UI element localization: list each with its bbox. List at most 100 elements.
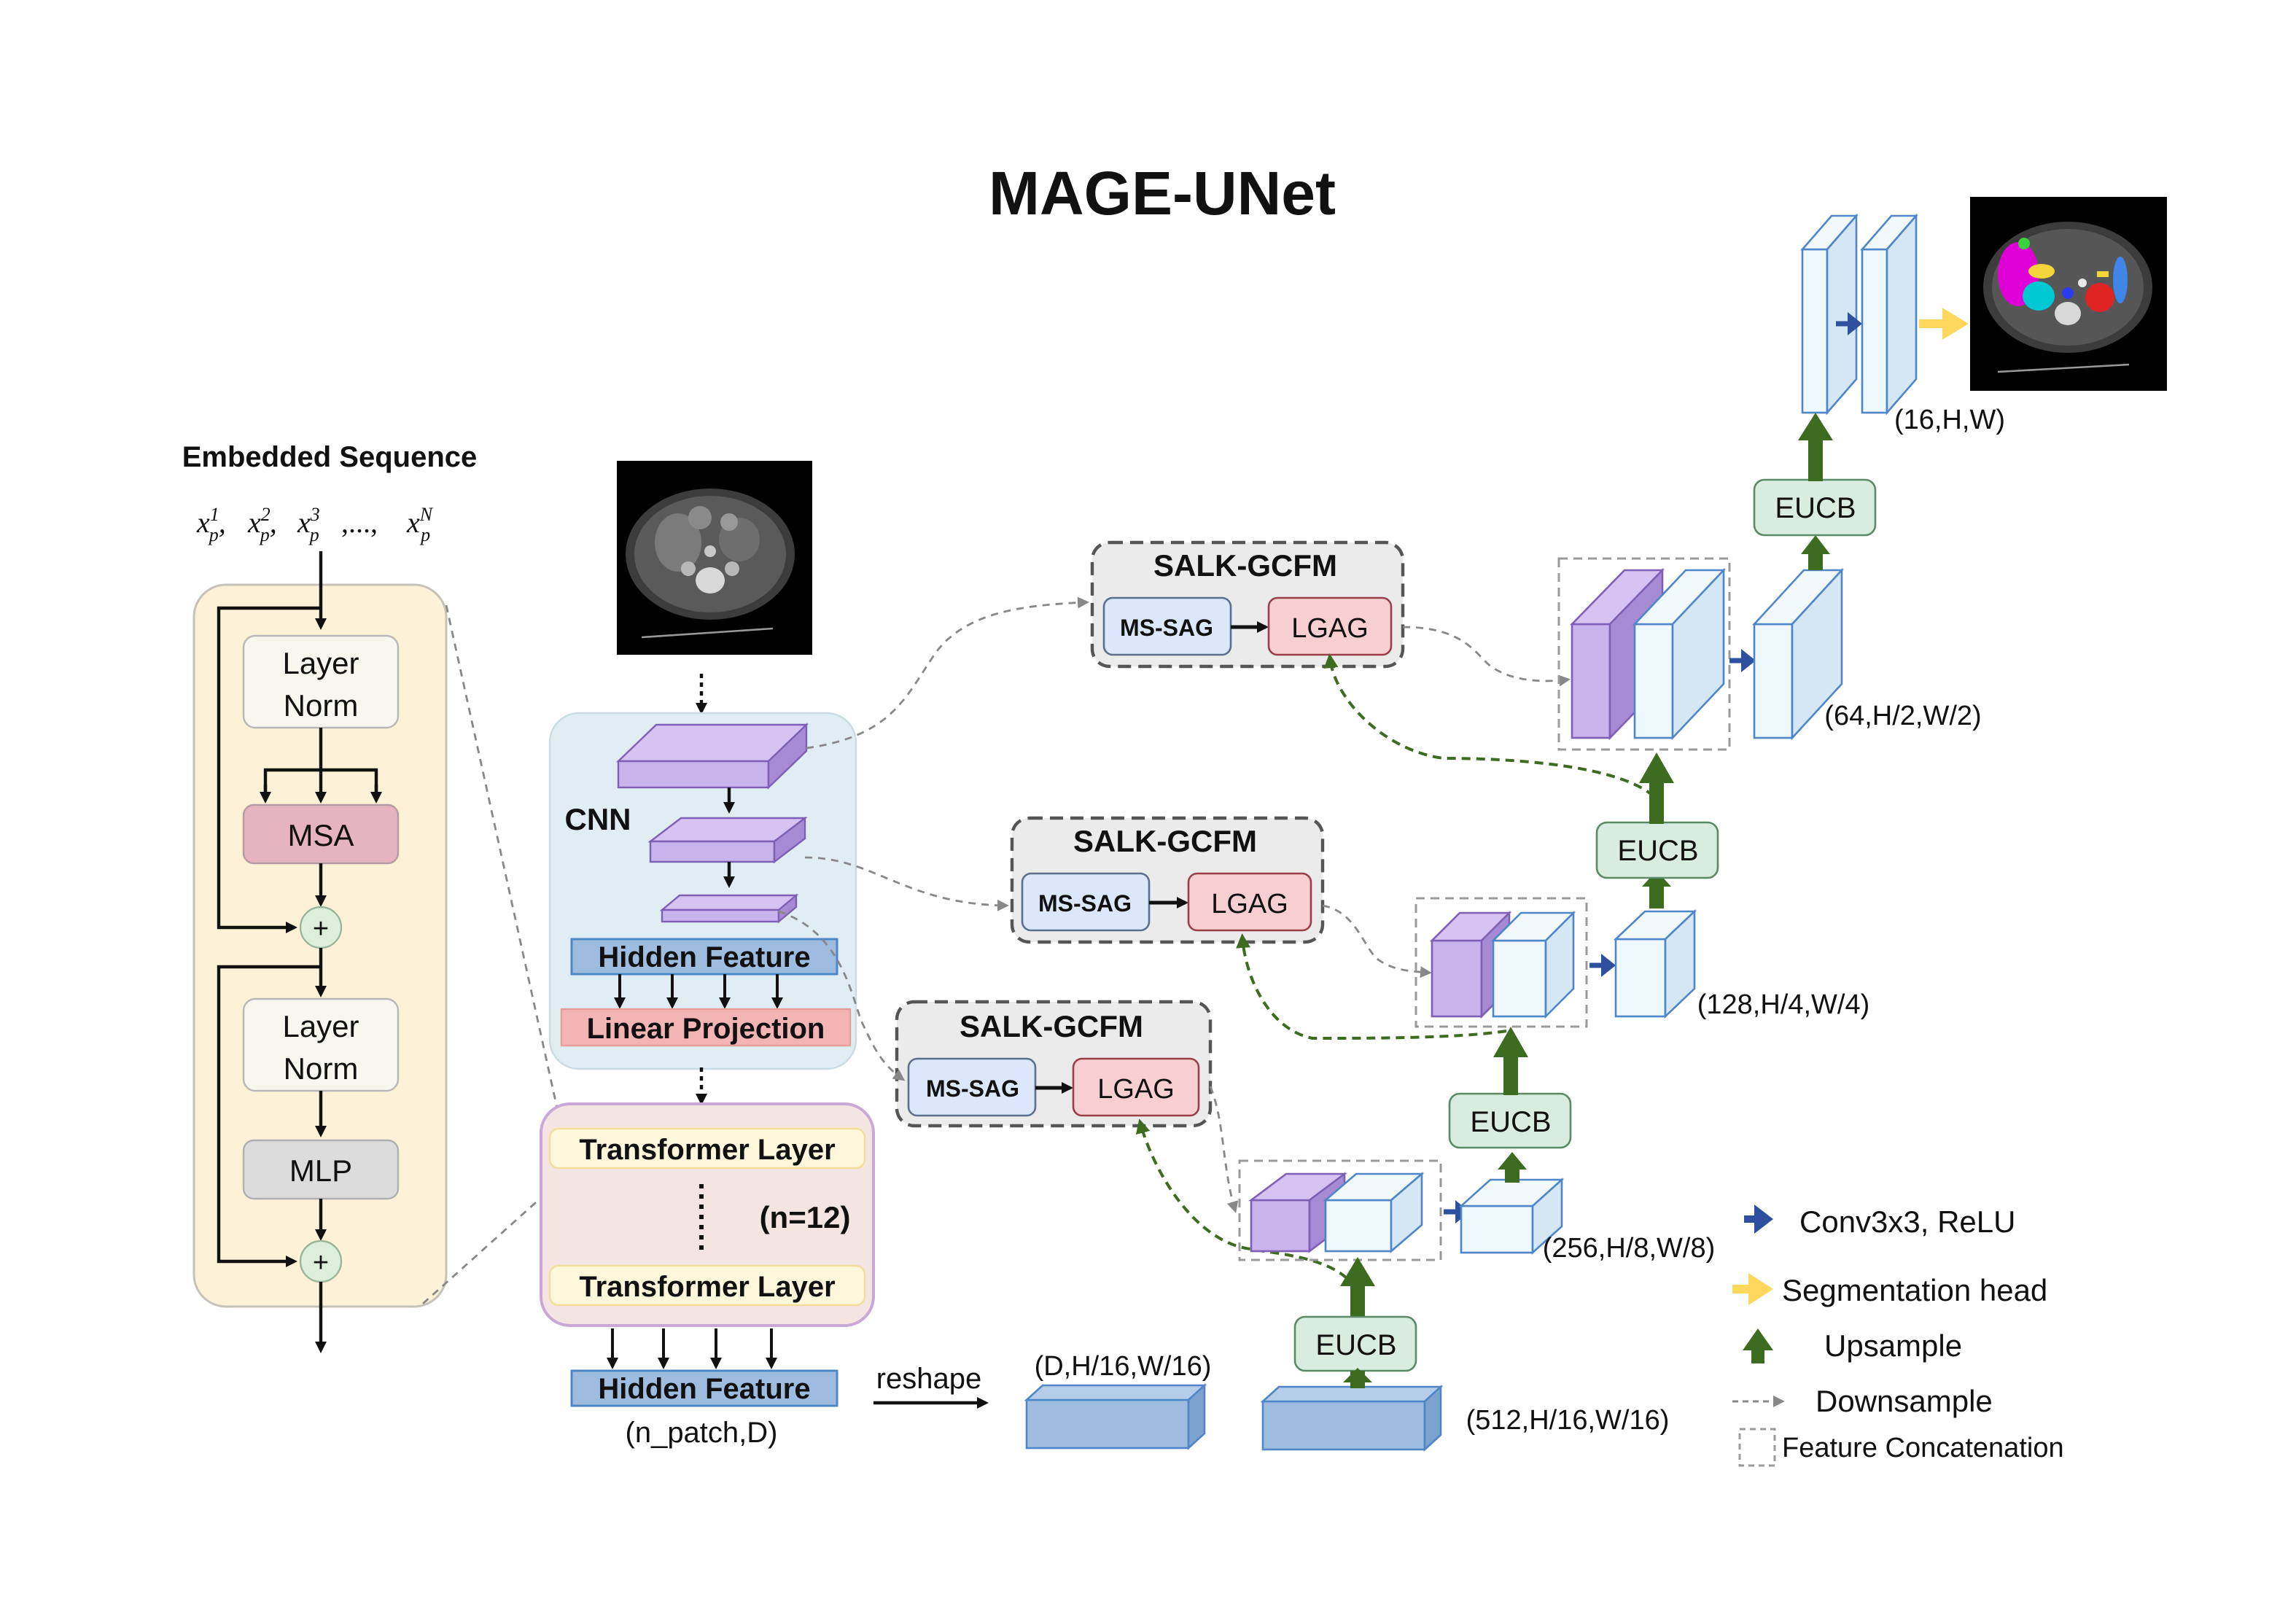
feature-box-16-a: [1800, 213, 1859, 416]
feature-box-128-blue: [1490, 910, 1576, 1019]
msa-label: MSA: [287, 818, 354, 852]
reshape-label: reshape: [876, 1363, 982, 1395]
feature-box-256-out: [1458, 1178, 1565, 1255]
upsample-arrow-3: [1493, 1027, 1528, 1095]
output-segmentation-image: [1970, 197, 2167, 391]
salk-gcfm-3: SALK-GCFM MS-SAG LGAG: [895, 1000, 1213, 1128]
legend: Conv3x3, ReLU Segmentation head Upsample…: [1732, 1205, 2064, 1467]
eucb-1-label: EUCB: [1315, 1329, 1396, 1361]
eucb-2-label: EUCB: [1470, 1106, 1551, 1138]
svg-text:x3p: x3p: [297, 504, 320, 545]
feature-box-256-purple: [1248, 1172, 1347, 1253]
upsample-arrow-2: [1498, 1152, 1527, 1183]
linear-projection-label: Linear Projection: [587, 1013, 825, 1045]
concat-frame-64: [1557, 557, 1731, 751]
svg-text:,...,: ,...,: [341, 506, 378, 539]
bottleneck-feature-box: [1260, 1385, 1444, 1452]
linear-projection: [560, 1008, 852, 1047]
cnn-feature-slab-2: [647, 816, 808, 864]
eucb-4-label: EUCB: [1775, 492, 1856, 524]
residual-add-2-symbol: +: [313, 1248, 329, 1278]
svg-text:xNp: xNp: [406, 504, 434, 545]
shape-256: (256,H/8,W/8): [1543, 1233, 1716, 1264]
legend-conv-label: Conv3x3, ReLU: [1799, 1205, 2015, 1239]
feature-box-16-b: [1860, 213, 1918, 416]
embedded-sequence-heading: Embedded Sequence: [182, 441, 478, 473]
cnn-label: CNN: [565, 802, 631, 836]
output-arrows: [607, 1328, 777, 1369]
upsample-arrow-0: [1340, 1257, 1375, 1324]
upsample-arrow-1: [1343, 1368, 1372, 1388]
lgag-2: [1187, 872, 1312, 932]
gating-connections: [1135, 653, 1655, 1291]
legend-upsample-icon: [1743, 1328, 1773, 1363]
salk-gcfm-1: SALK-GCFM MS-SAG LGAG: [1090, 540, 1405, 669]
layer-norm-2-line-2: Norm: [284, 1051, 359, 1086]
feature-box-64-out: [1752, 567, 1844, 741]
hidden-feature-bottom: [570, 1369, 838, 1407]
transformer-layer-bottom: [548, 1264, 866, 1307]
mlp-label: MLP: [289, 1153, 352, 1188]
conv-arrow-16: [1836, 312, 1862, 335]
reshaped-feature-box: [1024, 1383, 1207, 1450]
zoom-line-bottom: [422, 1188, 550, 1305]
cnn-feature-slab-1: [616, 723, 809, 790]
residual-add-1-symbol: +: [313, 914, 329, 944]
concat-frame-128: [1414, 897, 1588, 1028]
lgag-3: [1072, 1057, 1200, 1117]
hidden-feature-bottom-label: Hidden Feature: [598, 1373, 810, 1405]
lgag-2-label: LGAG: [1211, 889, 1288, 919]
transformer-count: (n=12): [760, 1200, 851, 1234]
hidden-feature-top: [570, 938, 838, 976]
legend-seg-head-label: Segmentation head: [1782, 1273, 2047, 1307]
zoom-line-top: [445, 604, 567, 1148]
segmentation-head-arrow: [1919, 308, 1969, 340]
ms-sag-2-label: MS-SAG: [1038, 890, 1132, 917]
legend-conv-icon: [1744, 1205, 1773, 1234]
legend-concat-label: Feature Concatenation: [1782, 1433, 2064, 1463]
upsample-arrow-7: [1798, 413, 1833, 481]
eucb-3-label: EUCB: [1617, 835, 1698, 867]
concat-frame-256: [1238, 1159, 1442, 1261]
salk-gcfm-2: SALK-GCFM MS-SAG LGAG: [1010, 816, 1325, 944]
svg-text:x2p,: x2p,: [247, 504, 277, 545]
hidden-feature-shape: (n_patch,D): [626, 1417, 778, 1449]
upsample-arrow-5: [1639, 752, 1674, 824]
input-ct-image: [617, 461, 812, 655]
salk-gcfm-1-label: SALK-GCFM: [1153, 548, 1337, 583]
transformer-layer-top-label: Transformer Layer: [579, 1134, 835, 1166]
skip-connections: [778, 596, 1571, 1213]
legend-seg-head-icon: [1732, 1273, 1773, 1305]
upsample-arrow-6: [1801, 535, 1830, 570]
reshape-shape: (D,H/16,W/16): [1035, 1351, 1212, 1382]
salk-gcfm-2-label: SALK-GCFM: [1073, 824, 1257, 858]
legend-downsample-label: Downsample: [1816, 1384, 1993, 1418]
salk-gcfm-3-label: SALK-GCFM: [960, 1009, 1143, 1043]
feature-box-256-blue: [1323, 1172, 1425, 1253]
layer-norm-1-line-2: Norm: [284, 688, 359, 723]
feature-box-128-out: [1613, 908, 1697, 1019]
cnn-feature-slab-3: [659, 893, 799, 924]
ms-sag-1-label: MS-SAG: [1120, 615, 1213, 641]
conv-arrow-64: [1729, 649, 1756, 672]
lgag-1-label: LGAG: [1291, 613, 1369, 644]
diagram-title: MAGE-UNet: [989, 159, 1336, 227]
shape-64: (64,H/2,W/2): [1824, 701, 1981, 731]
feature-box-64-blue: [1632, 567, 1727, 741]
transformer-layer-top: [548, 1127, 866, 1170]
legend-concat-icon: [1738, 1428, 1776, 1467]
shape-512: (512,H/16,W/16): [1466, 1405, 1670, 1436]
layer-norm-1-line-1: Layer: [282, 646, 359, 680]
conv-arrow-128: [1589, 954, 1616, 977]
layer-norm-2-line-1: Layer: [282, 1009, 359, 1043]
ms-sag-3-label: MS-SAG: [926, 1075, 1019, 1102]
transformer-layer-bottom-label: Transformer Layer: [579, 1271, 835, 1303]
lgag-3-label: LGAG: [1097, 1074, 1175, 1105]
legend-upsample-label: Upsample: [1824, 1328, 1962, 1363]
projection-arrows: [614, 974, 783, 1009]
shape-16: (16,H,W): [1894, 405, 2005, 435]
shape-128: (128,H/4,W/4): [1697, 989, 1870, 1020]
